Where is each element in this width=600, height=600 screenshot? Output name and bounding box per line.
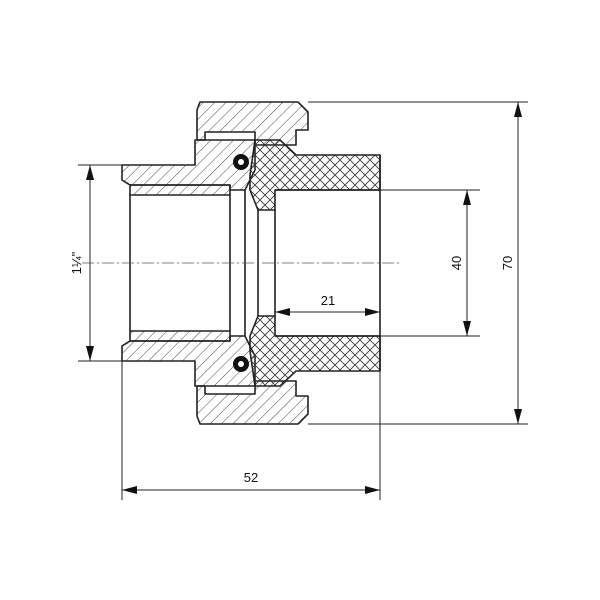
socket-bottom [249, 315, 381, 387]
thread-top [129, 184, 231, 196]
union-nut-top [196, 101, 309, 146]
thread-bottom [129, 330, 231, 342]
socket-top [249, 139, 381, 211]
inner-diameter-label: 40 [449, 256, 464, 270]
outer-diameter-label: 70 [500, 256, 515, 270]
overall-length-label: 52 [244, 470, 258, 485]
thread-size-label: 1¼" [69, 251, 84, 274]
union-nut-bottom [196, 380, 309, 425]
socket-depth-label: 21 [321, 293, 335, 308]
